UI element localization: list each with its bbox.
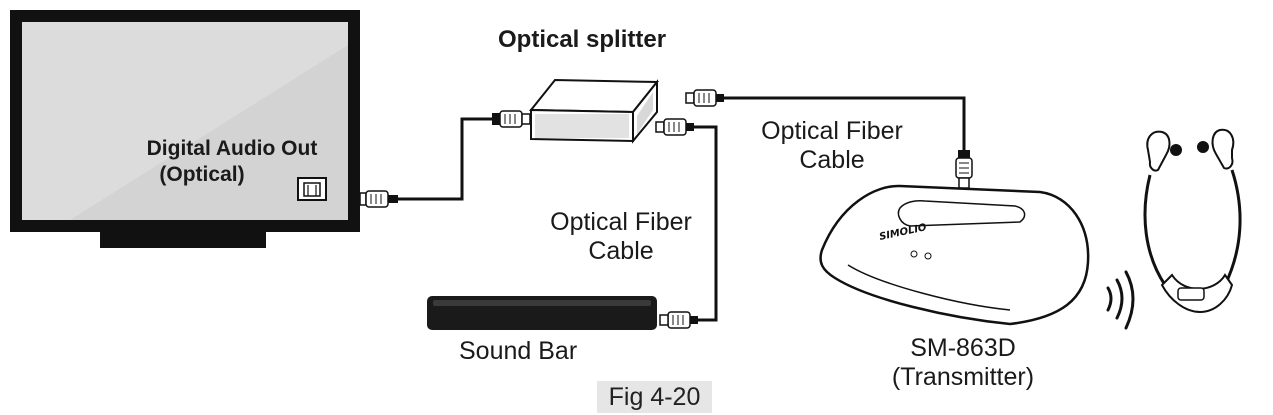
soundbar-device — [427, 296, 657, 330]
stethoscope-headset-receiver — [1143, 128, 1242, 314]
cable-label-left-line2: Cable — [588, 237, 654, 265]
cable-label-right: Optical Fiber Cable — [748, 117, 916, 175]
optical-cable-tv-to-splitter — [359, 110, 531, 208]
tv-output-label-line2: (Optical) — [159, 163, 245, 186]
tv-output-label-line1: Digital Audio Out — [146, 137, 318, 160]
splitter-title: Optical splitter — [498, 26, 667, 53]
optical-cable-splitter-to-transmitter — [685, 89, 973, 189]
transmitter-model: SM-863D — [910, 334, 1016, 362]
optical-splitter-device — [528, 78, 660, 144]
transmitter-label: SM-863D (Transmitter) — [868, 334, 1058, 392]
optical-cable-splitter-to-soundbar — [655, 118, 718, 329]
soundbar-label: Sound Bar — [459, 337, 578, 365]
wireless-signal-icon — [1106, 270, 1135, 330]
transmitter-role: (Transmitter) — [891, 363, 1035, 391]
tv-icon — [10, 10, 360, 248]
cable-label-right-line2: Cable — [799, 146, 865, 174]
cable-label-left: Optical Fiber Cable — [537, 208, 705, 266]
cable-label-left-line1: Optical Fiber — [550, 208, 692, 236]
cable-label-right-line1: Optical Fiber — [761, 117, 903, 145]
transmitter-device: SIMOLIO — [819, 184, 1090, 326]
figure-caption: Fig 4-20 — [597, 381, 712, 413]
tv-output-label: Digital Audio Out (Optical) — [132, 136, 332, 188]
